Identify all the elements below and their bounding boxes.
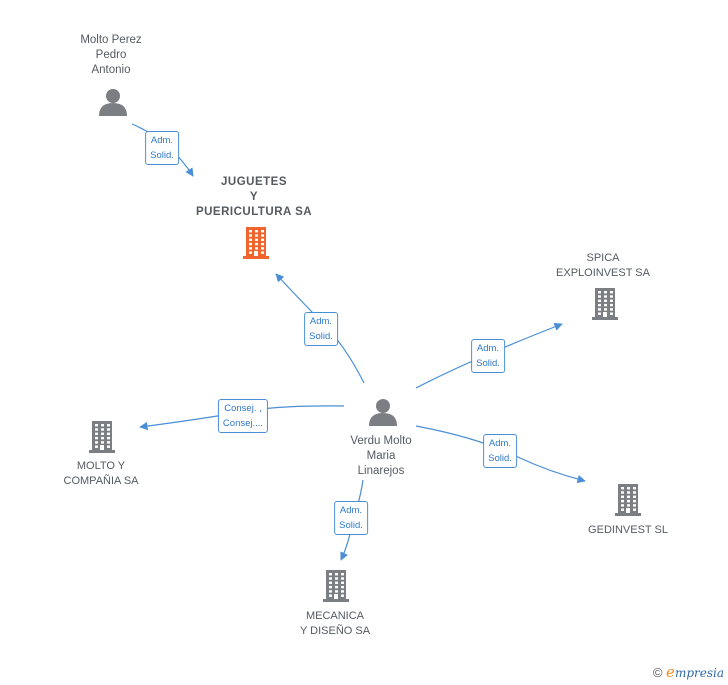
node-label-juguetes[interactable]: JUGUETES Y PUERICULTURA SA (195, 176, 313, 218)
person-icon-verdu[interactable] (369, 399, 397, 426)
building-icon-molto-compania[interactable] (89, 421, 115, 453)
building-icon-juguetes[interactable] (243, 227, 269, 259)
node-label-spica[interactable]: SPICA EXPLOINVEST SA (556, 252, 650, 279)
edge-label-e6[interactable]: Adm. Solid. (334, 501, 368, 535)
empresia-brand: © empresia (653, 663, 724, 681)
node-label-gedinvest[interactable]: GEDINVEST SL (588, 524, 668, 536)
edge-e5 (415, 425, 586, 484)
node-label-molto-perez[interactable]: Molto Perez Pedro Antonio (80, 34, 142, 76)
edge-label-e3[interactable]: Adm. Solid. (471, 339, 505, 373)
brand-e-logo: e (666, 663, 675, 681)
building-icon-mecanica[interactable] (323, 570, 349, 602)
person-icon-molto-perez[interactable] (99, 89, 127, 116)
node-label-molto-compania[interactable]: MOLTO Y COMPAÑIA SA (63, 460, 139, 487)
edge-label-e5[interactable]: Adm. Solid. (483, 434, 517, 468)
building-icon-gedinvest[interactable] (615, 484, 641, 516)
copyright-symbol: © (652, 665, 663, 680)
edge-label-e1[interactable]: Adm. Solid. (145, 131, 179, 165)
edge-label-e2[interactable]: Adm. Solid. (304, 312, 338, 346)
building-icon-spica[interactable] (592, 288, 618, 320)
node-label-mecanica[interactable]: MECANICA Y DISEÑO SA (299, 610, 371, 637)
icons-layer (89, 89, 641, 602)
edge-label-e4[interactable]: Consej. , Consej.... (217, 399, 269, 433)
brand-name: mpresia (674, 666, 724, 680)
node-label-verdu[interactable]: Verdu Molto Maria Linarejos (350, 435, 412, 477)
